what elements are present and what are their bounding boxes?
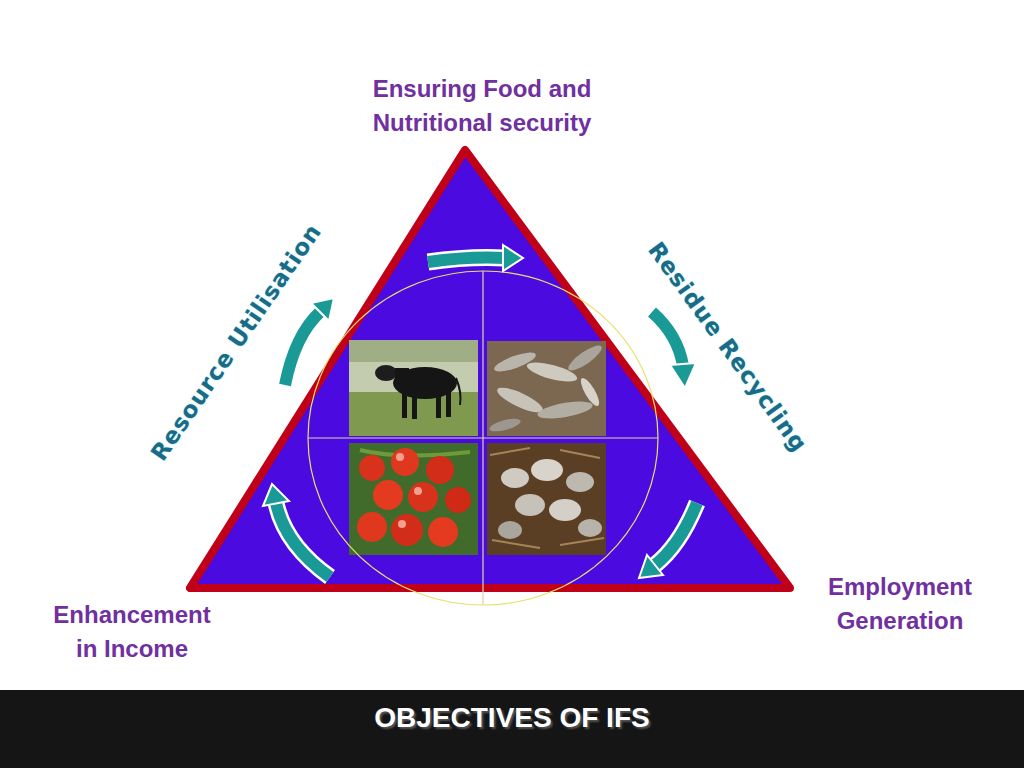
cycle-arrow bbox=[263, 484, 330, 577]
label-holder: Enhancement in Income bbox=[47, 598, 217, 666]
cow-photo bbox=[349, 340, 478, 436]
triangle bbox=[190, 150, 790, 588]
label-holder: Resource Utilisation bbox=[146, 219, 327, 466]
mushroom-photo bbox=[487, 443, 606, 555]
fish-photo bbox=[487, 341, 606, 436]
cycle-arrow bbox=[285, 298, 334, 385]
objective-label: Ensuring Food and Nutritional security bbox=[337, 72, 627, 140]
title-bar: OBJECTIVES OF IFS bbox=[0, 690, 1024, 768]
circle-outline bbox=[308, 271, 658, 605]
title: OBJECTIVES OF IFS bbox=[374, 702, 649, 734]
cycle-arrow bbox=[652, 312, 696, 388]
cross-line bbox=[308, 437, 658, 438]
side-label: Resource Utilisation bbox=[146, 219, 327, 466]
label-holder: Ensuring Food and Nutritional security bbox=[337, 72, 627, 140]
cycle-arrow bbox=[428, 245, 523, 271]
cycle-arrow bbox=[639, 503, 697, 578]
label-holder: Employment Generation bbox=[795, 570, 1005, 638]
label-holder: Residue Recycling bbox=[643, 237, 812, 457]
objective-label: Employment Generation bbox=[795, 570, 1005, 638]
tomato-photo bbox=[349, 443, 478, 555]
side-label: Residue Recycling bbox=[643, 237, 812, 457]
objective-label: Enhancement in Income bbox=[47, 598, 217, 666]
